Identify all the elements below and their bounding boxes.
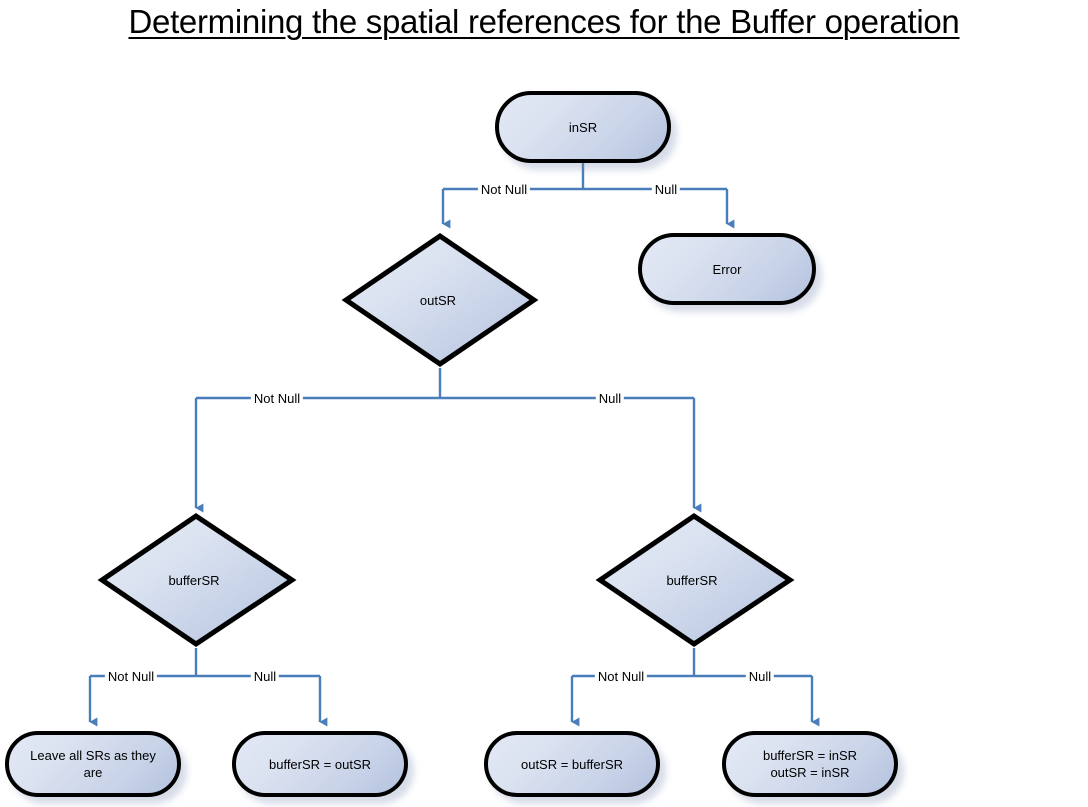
- edge-label-bufferleft-null: Null: [250, 670, 280, 684]
- edge-label-bufferleft-not-null: Not Null: [104, 670, 158, 684]
- edge-label-bufferright-not-null: Not Null: [594, 670, 648, 684]
- node-buffersr-eq-outsr[interactable]: bufferSR = outSR: [232, 731, 408, 797]
- buffersr-left-diamond-shape: [97, 512, 297, 648]
- node-leave-all-srs[interactable]: Leave all SRs as they are: [5, 731, 181, 797]
- node-insr-label: inSR: [568, 119, 598, 135]
- edge-label-insr-not-null: Not Null: [477, 183, 531, 197]
- node-outsr-eq-buffersr-label: outSR = bufferSR: [520, 756, 623, 772]
- node-outsr[interactable]: outSR: [341, 232, 539, 368]
- node-buffersr-left[interactable]: bufferSR: [97, 512, 297, 648]
- edge-label-bufferright-null: Null: [745, 670, 775, 684]
- node-buffersr-outsr-eq-insr[interactable]: bufferSR = inSR outSR = inSR: [722, 731, 898, 797]
- node-leave-all-srs-label: Leave all SRs as they are: [30, 748, 156, 780]
- edge-label-outsr-not-null: Not Null: [250, 392, 304, 406]
- node-error[interactable]: Error: [638, 233, 816, 305]
- node-buffersr-eq-outsr-label: bufferSR = outSR: [268, 756, 371, 772]
- node-error-label: Error: [712, 261, 742, 277]
- node-insr[interactable]: inSR: [495, 91, 671, 163]
- page-title-text: Determining the spatial references for t…: [128, 3, 960, 40]
- page-title: Determining the spatial references for t…: [0, 2, 1088, 42]
- edge-label-outsr-null: Null: [595, 392, 625, 406]
- node-buffersr-outsr-eq-insr-label: bufferSR = inSR outSR = inSR: [762, 748, 858, 780]
- buffersr-right-diamond-shape: [595, 512, 795, 648]
- edge-label-insr-null: Null: [651, 183, 681, 197]
- outsr-diamond-shape: [341, 232, 539, 368]
- node-outsr-eq-buffersr[interactable]: outSR = bufferSR: [484, 731, 660, 797]
- node-buffersr-right[interactable]: bufferSR: [595, 512, 795, 648]
